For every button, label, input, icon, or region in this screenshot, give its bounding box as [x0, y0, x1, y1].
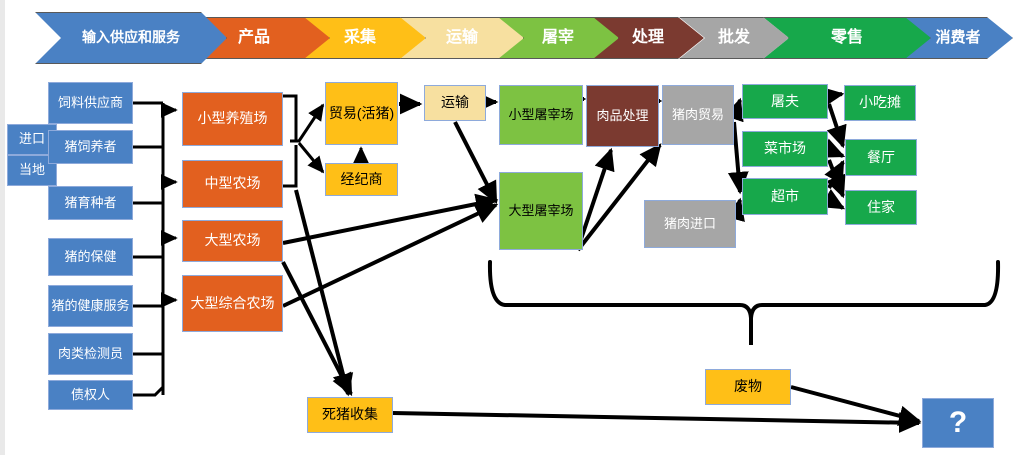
transport-to-large-abattoir-arrow [453, 121, 498, 205]
node-waste[interactable]: 废物 [705, 369, 791, 405]
node-label: 大型屠宰场 [508, 202, 574, 218]
stage-chevron-label: 处理 [631, 29, 664, 47]
node-large-farm[interactable]: 大型农场 [182, 220, 283, 262]
node-label: 猪的健康服务 [51, 297, 130, 313]
pork-trade-to-retail [723, 97, 749, 195]
node-label: 小型屠宰场 [508, 106, 574, 122]
node-snack-stall[interactable]: 小吃摊 [844, 85, 916, 121]
node-label: 猪育种者 [64, 194, 117, 210]
node-pig-healthcare[interactable]: 猪的保健 [48, 238, 133, 276]
node-wet-market[interactable]: 菜市场 [742, 131, 828, 167]
node-dead-pig-collection[interactable]: 死猪收集 [307, 397, 393, 433]
node-label: 经纪商 [340, 170, 383, 187]
node-label: 进口 [18, 131, 45, 147]
stage-chevron-label: 批发 [717, 29, 750, 47]
node-household[interactable]: 住家 [845, 190, 917, 225]
node-pork-import[interactable]: 猪肉进口 [644, 200, 736, 248]
node-feed-supplier[interactable]: 饲料供应商 [48, 82, 133, 124]
node-label: 猪的保健 [64, 248, 117, 264]
retail-to-consumers [820, 86, 847, 210]
node-large-integrated-farm[interactable]: 大型综合农场 [182, 275, 283, 332]
node-label: 猪饲养者 [64, 138, 117, 154]
node-label: 贸易(活猪) [328, 104, 395, 121]
node-pig-feeder[interactable]: 猪饲养者 [48, 130, 133, 164]
node-pork-trade[interactable]: 猪肉贸易 [662, 85, 734, 145]
stage-chevron-retail[interactable]: 零售 [763, 17, 931, 59]
waste-to-unknown-arrow [790, 385, 922, 426]
node-creditor[interactable]: 债权人 [48, 380, 133, 410]
node-transport-node[interactable]: 运输 [424, 85, 486, 121]
node-supermarket[interactable]: 超市 [742, 178, 828, 215]
node-label: 中型农场 [204, 175, 261, 192]
pork-import-to-retail-arrow [724, 197, 745, 223]
node-restaurant[interactable]: 餐厅 [845, 139, 917, 176]
node-label: 菜市场 [764, 140, 806, 157]
stage-chevron-label: 屠宰 [541, 29, 574, 47]
node-label: 运输 [441, 94, 469, 111]
node-label: 猪肉进口 [663, 215, 716, 231]
stage-chevron-transport[interactable]: 运输 [400, 17, 524, 59]
stage-chevron-label: 产品 [237, 29, 270, 47]
node-broker[interactable]: 经纪商 [325, 163, 398, 196]
node-small-abattoir[interactable]: 小型屠宰场 [499, 85, 583, 145]
node-butcher[interactable]: 屠夫 [742, 84, 828, 119]
stage-chevron-input[interactable]: 输入供应和服务 [35, 12, 227, 64]
node-label: 小型养殖场 [197, 110, 268, 127]
node-small-farm[interactable]: 小型养殖场 [182, 92, 283, 146]
node-label: ? [948, 406, 968, 440]
node-label: 大型农场 [204, 232, 261, 249]
node-label: 债权人 [70, 386, 110, 402]
node-label: 小吃摊 [859, 94, 901, 111]
stage-chevron-label: 运输 [445, 29, 478, 47]
node-label: 住家 [867, 198, 895, 215]
node-pig-health-service[interactable]: 猪的健康服务 [48, 285, 133, 327]
node-label: 超市 [771, 187, 799, 204]
farms-to-large-abattoir [282, 193, 499, 308]
node-unknown-destination[interactable]: ? [922, 398, 994, 448]
node-label: 当地 [18, 162, 45, 178]
dead-pig-to-unknown-arrow [392, 411, 922, 434]
node-label: 猪肉贸易 [671, 106, 724, 122]
node-label: 餐厅 [867, 148, 895, 165]
stage-chevron-label: 零售 [830, 29, 863, 47]
stage-chevron-label: 消费者 [935, 28, 981, 46]
node-large-abattoir[interactable]: 大型屠宰场 [499, 172, 583, 250]
left-bracket-group [133, 101, 165, 397]
node-meat-inspector[interactable]: 肉类检测员 [48, 333, 133, 375]
stage-chevron-label: 输入供应和服务 [82, 29, 180, 46]
node-pig-breeder[interactable]: 猪育种者 [48, 186, 133, 220]
node-label: 肉品处理 [596, 107, 649, 123]
node-label: 废物 [734, 378, 762, 395]
node-label: 死猪收集 [322, 406, 378, 423]
stage-chevron-label: 采集 [343, 29, 376, 47]
farms-to-dead-pig-collection [281, 189, 354, 397]
node-meat-processing[interactable]: 肉品处理 [586, 85, 659, 147]
left-edge-rail [0, 0, 5, 455]
node-trade-live-pig[interactable]: 贸易(活猪) [325, 82, 398, 145]
node-label: 大型综合农场 [190, 294, 275, 311]
node-label: 肉类检测员 [57, 345, 123, 361]
farm-to-trade-arrows [297, 103, 325, 174]
retail-summary-brace [487, 260, 1001, 319]
farm-to-trade-bracket [283, 94, 300, 188]
node-label: 饲料供应商 [57, 94, 123, 110]
inputs-to-farms-arrows [161, 102, 178, 308]
node-label: 屠夫 [771, 92, 799, 109]
node-medium-farm[interactable]: 中型农场 [182, 160, 283, 208]
